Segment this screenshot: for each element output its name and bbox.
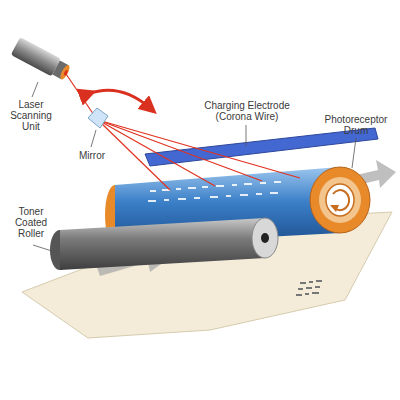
- part-label: Toner Coated Roller: [5, 206, 57, 239]
- laser-beam: [66, 74, 300, 190]
- part-label: Mirror: [71, 150, 113, 161]
- laser-unit: [11, 37, 72, 82]
- printed-marks: [296, 280, 322, 296]
- part-label: Charging Electrode (Corona Wire): [191, 100, 303, 122]
- rotation-arrow: [88, 90, 150, 108]
- mirror: [88, 108, 108, 128]
- corona-wire: [145, 128, 378, 166]
- leader-lines: [32, 82, 356, 252]
- part-label: Laser Scanning Unit: [5, 99, 57, 132]
- toner-roller: [50, 218, 278, 270]
- part-label: Photoreceptor Drum: [318, 114, 394, 136]
